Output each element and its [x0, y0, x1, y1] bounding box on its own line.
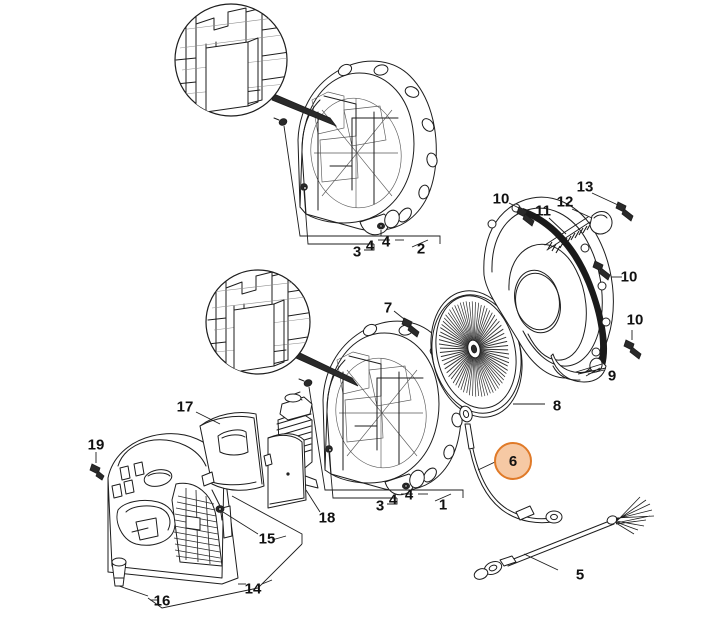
spring-knob-screw	[544, 192, 634, 254]
cover-screw-item15	[215, 505, 259, 535]
callout-5[interactable]: 5	[575, 566, 585, 584]
callout-10-b[interactable]: 10	[620, 268, 638, 286]
callout-19[interactable]: 19	[87, 436, 105, 454]
engine-cover-assembly	[89, 433, 259, 597]
callout-8[interactable]: 8	[552, 397, 562, 415]
throttle-cable-item6	[459, 405, 563, 524]
callout-4-d[interactable]: 4	[388, 491, 398, 509]
callout-16[interactable]: 16	[153, 592, 171, 610]
leader-lines-lower	[308, 386, 464, 505]
bracket-14-15	[147, 495, 303, 609]
callout-1[interactable]: 1	[438, 496, 448, 514]
frayed-wire-end	[615, 496, 655, 535]
callout-3[interactable]: 3	[352, 243, 362, 261]
callout-2[interactable]: 2	[416, 240, 426, 258]
callout-15[interactable]: 15	[258, 530, 276, 548]
callout-4-a[interactable]: 4	[381, 233, 391, 251]
callout-4-b[interactable]: 4	[365, 237, 375, 255]
callout-12[interactable]: 12	[556, 193, 574, 211]
impeller-fan-wheel	[430, 290, 545, 418]
cover-fastener-item19	[89, 452, 105, 481]
baffle-plate-item18	[263, 433, 321, 513]
callout-11[interactable]: 11	[535, 202, 551, 220]
side-shroud-item17	[195, 411, 265, 491]
callout-4-c[interactable]: 4	[404, 486, 414, 504]
fan-screw-item7	[393, 310, 420, 338]
cover-screws-item10	[508, 202, 642, 360]
leader-9	[577, 367, 607, 375]
callout-17[interactable]: 17	[176, 398, 194, 416]
callout-10-a[interactable]: 10	[492, 190, 510, 208]
grommet-plug-item16	[111, 557, 149, 597]
coil-spring-item11	[544, 216, 592, 254]
callout-6-highlighted[interactable]: 6	[494, 442, 532, 480]
knob-item12	[571, 208, 613, 235]
callout-3-b[interactable]: 3	[375, 497, 385, 515]
callout-10-c[interactable]: 10	[626, 311, 644, 329]
callout-9[interactable]: 9	[607, 367, 617, 385]
ground-cable-item5	[473, 496, 655, 580]
detail-circle-upper-rib	[174, 3, 338, 127]
callout-7[interactable]: 7	[383, 299, 393, 317]
callout-18[interactable]: 18	[318, 509, 336, 527]
callout-14[interactable]: 14	[244, 580, 262, 598]
fan-housing-upper	[273, 60, 438, 236]
screw-item13	[591, 192, 634, 222]
leader-lines-upper	[283, 125, 441, 251]
callout-13[interactable]: 13	[576, 178, 594, 196]
